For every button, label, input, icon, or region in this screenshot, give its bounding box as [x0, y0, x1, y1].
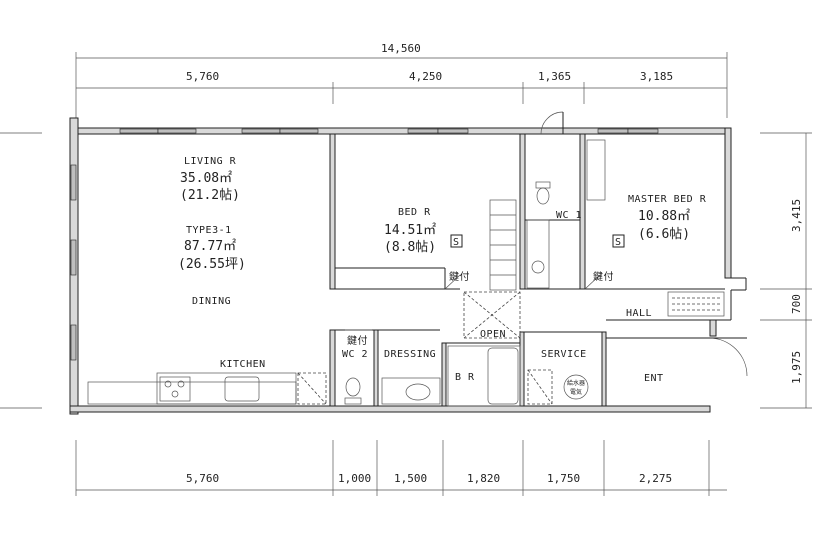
dim-right-1: 3,415: [790, 199, 803, 232]
service-name: SERVICE: [541, 349, 587, 360]
open-area: OPEN: [463, 291, 521, 340]
bed-lock: 鍵付: [449, 270, 470, 283]
type-tsubo: (26.55坪): [178, 257, 246, 272]
bed-name: BED R: [398, 207, 431, 218]
bed-area: 14.51㎡: [384, 223, 436, 238]
hall-name: HALL: [626, 308, 652, 319]
dim-top-total: 14,560: [381, 42, 421, 55]
wc2-name: WC 2: [342, 349, 368, 360]
living-tatami: (21.2帖): [180, 188, 240, 203]
storage-marks: S S: [450, 234, 625, 248]
kitchen-name: KITCHEN: [220, 359, 266, 370]
dim-right-3: 1,975: [790, 351, 803, 384]
master-lock: 鍵付: [593, 270, 614, 283]
water-heater-icon: [563, 374, 589, 400]
storage-mark-bed: S: [453, 237, 460, 248]
top-dimensions: 14,560 5,760 4,250 1,365 3,185: [75, 42, 728, 118]
hall-storage: [667, 291, 725, 317]
bathtub: [487, 347, 519, 405]
closet-hatch: [489, 199, 517, 291]
kitchen-sink: [224, 376, 260, 402]
open-label: OPEN: [480, 329, 506, 340]
dressing-name: DRESSING: [384, 349, 436, 360]
master-area: 10.88㎡: [638, 209, 690, 224]
bath-name: B R: [455, 372, 475, 383]
dim-bottom-2: 1,000: [338, 472, 371, 485]
cooktop: [159, 376, 191, 402]
dim-right-2: 700: [790, 294, 803, 314]
dim-bottom-5: 1,750: [547, 472, 580, 485]
master-closet: [586, 139, 606, 201]
type-name: TYPE3-1: [186, 225, 232, 236]
wc2-lock: 鍵付: [347, 334, 368, 347]
dim-top-2: 4,250: [409, 70, 442, 83]
water-heater-bottom: 電気: [570, 388, 582, 396]
outer-walls: [69, 117, 747, 415]
living-name: LIVING R: [184, 156, 237, 167]
living-area: 35.08㎡: [180, 171, 232, 186]
dim-bottom-6: 2,275: [639, 472, 672, 485]
dim-top-3: 1,365: [538, 70, 571, 83]
room-labels: LIVING R 35.08㎡ (21.2帖) TYPE3-1 87.77㎡ (…: [178, 156, 707, 396]
dim-bottom-1: 5,760: [186, 472, 219, 485]
wc1-name: WC 1: [556, 210, 582, 221]
bottom-dimensions: 5,760 1,000 1,500 1,820 1,750 2,275: [75, 440, 727, 496]
fixtures: [87, 181, 589, 407]
type-area: 87.77㎡: [184, 239, 236, 254]
storage-mark-master: S: [615, 237, 622, 248]
dim-top-1: 5,760: [186, 70, 219, 83]
master-tatami: (6.6帖): [638, 227, 690, 242]
toilet-wc1: [536, 187, 550, 205]
bed-tatami: (8.8帖): [384, 240, 436, 255]
master-name: MASTER BED R: [628, 194, 707, 205]
doors: [345, 111, 748, 377]
wash-basin: [405, 383, 431, 401]
dim-bottom-4: 1,820: [467, 472, 500, 485]
right-dimensions: 3,415 700 1,975: [760, 132, 812, 409]
interior-walls: [329, 133, 725, 407]
dim-top-4: 3,185: [640, 70, 673, 83]
ent-name: ENT: [644, 373, 664, 384]
dim-bottom-3: 1,500: [394, 472, 427, 485]
dining-name: DINING: [192, 296, 231, 307]
water-heater-top: 給水器: [567, 379, 585, 387]
toilet-wc2: [345, 377, 361, 397]
